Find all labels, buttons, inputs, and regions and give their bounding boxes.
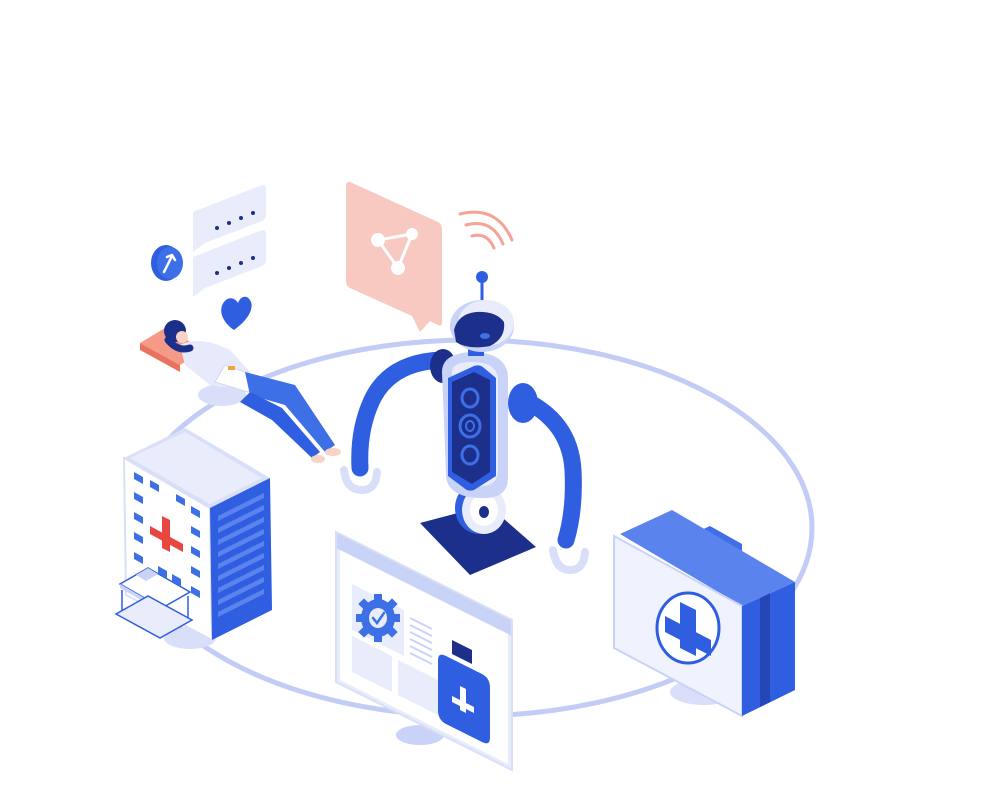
patient-icon [140,320,341,463]
patient-pedestal [198,384,246,406]
medicine-bottle-icon [438,640,490,744]
first-aid-kit-icon [613,510,795,718]
robot-icon [340,271,589,575]
chat-bubble-icon [193,184,266,252]
chat-bubble-icon [193,229,266,297]
share-icon [346,181,442,332]
gear-icon [356,594,400,642]
heart-icon [221,296,252,330]
wifi-signal-icon [458,210,514,250]
hospital-building-icon [114,428,272,642]
upload-arrow-icon [151,245,183,281]
